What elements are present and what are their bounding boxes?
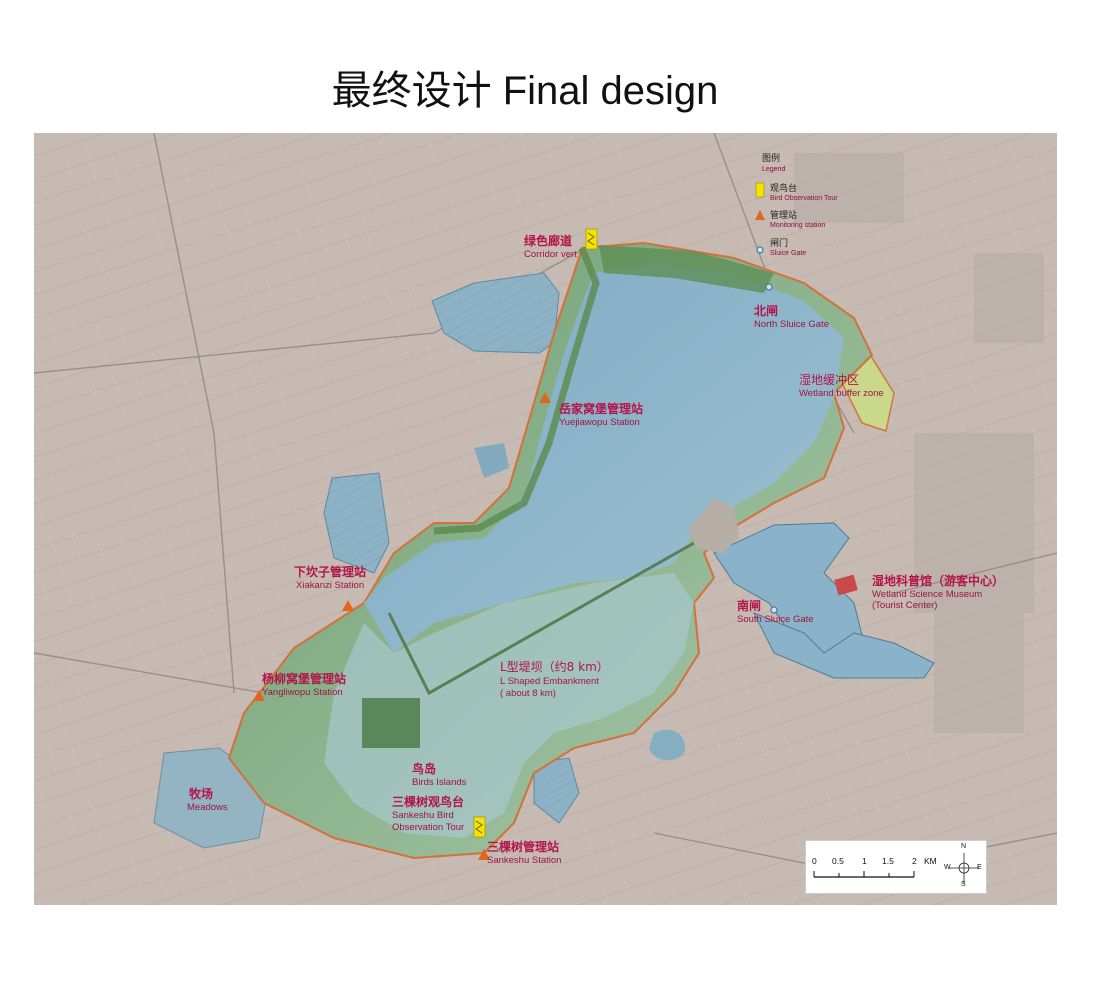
- peninsula: [689, 498, 739, 553]
- bird-tower-sankeshu-icon[interactable]: [473, 816, 486, 838]
- embankment-label-en2: ( about 8 km): [500, 688, 556, 699]
- legend-heading-cn: 图例: [762, 152, 780, 164]
- page-title: 最终设计 Final design: [331, 69, 719, 113]
- xiakanzi-label-en: Xiakanzi Station: [296, 580, 364, 591]
- birds-islands: [362, 698, 420, 748]
- museum-label-en1: Wetland Science Museum: [872, 589, 982, 600]
- south-east-ponds: [752, 612, 935, 679]
- buffer-zone-label-cn: 湿地缓冲区: [799, 372, 859, 387]
- bird-tower-icon: [755, 182, 765, 198]
- station-sankeshu-icon[interactable]: [478, 849, 490, 860]
- south-gate-label-cn: 南闸: [737, 598, 761, 613]
- compass-n: N: [961, 843, 967, 850]
- station-yuejiawopu-icon[interactable]: [539, 392, 551, 403]
- yangliwopu-label-cn: 杨柳窝堡管理站: [262, 671, 346, 686]
- fish-pond-west: [323, 472, 390, 574]
- station-yangliwopu-icon[interactable]: [253, 690, 265, 701]
- legend-heading-en: Legend: [762, 166, 785, 173]
- north-sluice-gate-icon[interactable]: [765, 283, 773, 291]
- legend-item-cn: 管理站: [770, 209, 797, 221]
- sankeshu-station-label-en: Sankeshu Station: [487, 855, 561, 866]
- buffer-zone-label-en: Wetland buffer zone: [799, 388, 884, 399]
- legend: 图例 Legend 观鸟台 Bird Observation Tour 管理站 …: [755, 152, 838, 257]
- town-area: [794, 153, 1044, 733]
- embankment-label-cn: L型堤坝（约8 km）: [500, 659, 609, 674]
- museum-label-cn: 湿地科普馆（游客中心）: [872, 573, 1004, 588]
- south-gate-label-en: South Sluice Gate: [737, 614, 814, 625]
- lower-lagoon: [324, 573, 694, 838]
- birds-islands-label-cn: 鸟岛: [412, 761, 436, 776]
- yangliwopu-label-en: Yangliwopu Station: [262, 687, 343, 698]
- meadows-label-cn: 牧场: [189, 786, 213, 801]
- sankeshu-tour-label-cn: 三棵树观鸟台: [392, 794, 464, 809]
- corridor-label-en: Corridor vert: [524, 249, 577, 260]
- lake-open-water[interactable]: [364, 263, 844, 653]
- bird-tower-corridor-icon[interactable]: [585, 228, 598, 250]
- compass-s: S: [961, 881, 966, 888]
- green-corridor: [433, 246, 600, 535]
- circle-icon: [756, 246, 764, 254]
- north-fields: [599, 245, 774, 293]
- l-shaped-embankment: [387, 541, 695, 696]
- scale-tick: 0.5: [832, 856, 844, 866]
- sankeshu-station-label-cn: 三棵树管理站: [487, 839, 559, 854]
- scale-bar: 0 0.5 1 1.5 2 KM N S W E: [805, 840, 987, 894]
- scale-tick: 1.5: [882, 856, 894, 866]
- station-xiakanzi-icon[interactable]: [342, 600, 354, 611]
- north-gate-label-en: North Sluice Gate: [754, 319, 829, 330]
- small-pond: [474, 443, 509, 478]
- yuejiawopu-label-cn: 岳家窝堡管理站: [559, 401, 643, 416]
- north-gate-label-cn: 北闸: [754, 303, 778, 318]
- small-round-pond: [649, 729, 685, 761]
- compass-icon: [949, 853, 979, 883]
- scale-tick: 2: [912, 856, 917, 866]
- scale-tick: 1: [862, 856, 867, 866]
- legend-item-cn: 观鸟台: [770, 182, 797, 194]
- sankeshu-tour-label-en2: Observation Tour: [392, 822, 464, 833]
- map[interactable]: 绿色廊道 Corridor vert 北闸 North Sluice Gate …: [34, 133, 1057, 905]
- wetland-museum-building[interactable]: [834, 574, 858, 596]
- birds-islands-label-en: Birds Islands: [412, 777, 467, 788]
- south-pond: [533, 757, 580, 824]
- legend-item-cn: 闸门: [770, 237, 788, 249]
- scale-unit: KM: [924, 856, 937, 866]
- east-ponds: [713, 522, 865, 674]
- embankment-label-en1: L Shaped Embankment: [500, 676, 599, 687]
- yuejiawopu-label-en: Yuejiawopu Station: [559, 417, 640, 428]
- museum-label-en2: (Tourist Center): [872, 600, 937, 611]
- south-sluice-gate-icon[interactable]: [770, 606, 778, 614]
- legend-item-en: Bird Observation Tour: [770, 195, 838, 202]
- legend-item-en: Monitoring station: [770, 222, 825, 229]
- scale-graphic: [813, 853, 979, 883]
- corridor-label-cn: 绿色廊道: [524, 233, 572, 248]
- scale-tick: 0: [812, 856, 817, 866]
- xiakanzi-label-cn: 下坎子管理站: [294, 564, 366, 579]
- legend-item-en: Sluice Gate: [770, 250, 806, 257]
- sankeshu-tour-label-en1: Sankeshu Bird: [392, 810, 454, 821]
- triangle-icon: [755, 210, 765, 220]
- compass-e: E: [977, 864, 982, 871]
- compass-w: W: [944, 864, 951, 871]
- meadows-label-en: Meadows: [187, 802, 228, 813]
